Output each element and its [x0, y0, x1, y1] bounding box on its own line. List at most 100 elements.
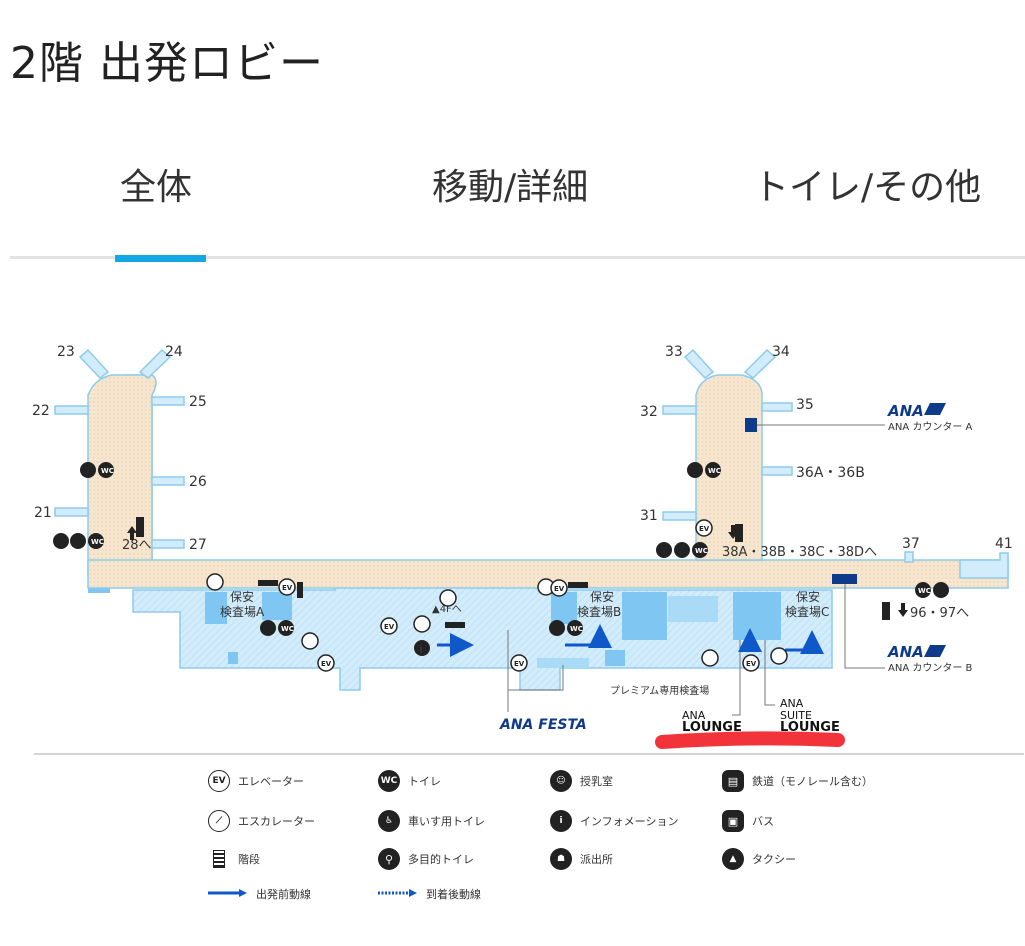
tab-divider: [10, 256, 1025, 259]
bus-icon: ▣: [722, 810, 744, 832]
legend-label: エスカレーター: [238, 815, 315, 828]
elevator-icon: [317, 654, 335, 672]
gate-36: 36A・36B: [796, 465, 865, 481]
down-arrow-icon: [898, 603, 908, 617]
gate-35: 35: [796, 397, 814, 413]
tab-overview[interactable]: 全体: [120, 167, 193, 208]
legend-label: インフォメーション: [580, 815, 679, 828]
elevator-icon: [380, 617, 398, 635]
svg-text:WC: WC: [708, 467, 721, 475]
premium-security-label: プレミアム専用検査場: [610, 684, 709, 697]
wheelchair-toilet-icon: [687, 462, 703, 478]
railway-icon: ▤: [722, 770, 744, 792]
wheelchair-toilet-icon: [549, 620, 565, 636]
stairs-icon: [445, 622, 465, 628]
svg-text:WC: WC: [101, 467, 114, 475]
gate-37: 37: [902, 536, 920, 552]
legend-label: 出発前動線: [256, 888, 311, 901]
nursing-room-icon: [53, 533, 69, 549]
departure-route-icon: [208, 888, 248, 901]
svg-text:EV: EV: [321, 660, 332, 668]
legend-label: バス: [752, 815, 774, 828]
ana-lounge-label: LOUNGE: [682, 720, 742, 735]
legend-item: 階段: [208, 848, 260, 870]
ana-counter-a-marker: [745, 418, 757, 432]
information-icon: i: [550, 810, 572, 832]
toilet-icon: [278, 620, 294, 636]
security-b-label: 検査場B: [577, 605, 621, 619]
escalator-icon: [701, 649, 719, 667]
police-box-icon: ☗: [550, 848, 572, 870]
escalator-icon: [770, 647, 788, 665]
svg-text:WC: WC: [281, 625, 294, 633]
toilet-icon: [915, 582, 931, 598]
page-title: 2階 出発ロビー: [10, 38, 324, 89]
gate-21: 21: [34, 505, 52, 521]
svg-text:EV: EV: [384, 623, 395, 631]
wheelchair-toilet-icon: [70, 533, 86, 549]
toilet-icon: [567, 620, 583, 636]
gate-41: 41: [995, 536, 1013, 552]
toilet-icon: [98, 462, 114, 478]
ana-logo: ANA: [887, 402, 924, 420]
ana-suite-lounge-label: SUITE: [780, 709, 812, 722]
escalator-icon: [301, 632, 319, 650]
svg-text:WC: WC: [918, 587, 931, 595]
svg-text:WC: WC: [570, 625, 583, 633]
elevator-icon: EV: [208, 770, 230, 792]
wheelchair-toilet-icon: ♿: [378, 810, 400, 832]
gate-25: 25: [189, 394, 207, 410]
ana-suite-lounge-label: ANA: [780, 697, 804, 710]
ana-suite-lounge-label: LOUNGE: [780, 720, 840, 735]
tab-toilets-other[interactable]: トイレ/その他: [753, 167, 982, 208]
toilet-icon: [692, 542, 708, 558]
nursing-room-icon: [656, 542, 672, 558]
stairs-icon: [735, 524, 743, 542]
legend-item: ▲ タクシー: [722, 848, 796, 870]
gate-31: 31: [640, 508, 658, 524]
stairs-icon: [568, 582, 588, 588]
security-c-label: 検査場C: [785, 605, 829, 619]
arrival-route-icon: [378, 888, 418, 901]
gate-piers: [54, 348, 1009, 579]
legend-item: WC トイレ: [378, 770, 441, 792]
gate-23: 23: [57, 344, 75, 360]
information-icon: [414, 640, 430, 656]
svg-text:EV: EV: [746, 660, 757, 668]
map-legend: EV エレベーター WC トイレ ☺ 授乳室 ▤ 鉄道（モノレール含む） ⟋ エ…: [0, 760, 1025, 930]
legend-item: ☺ 授乳室: [550, 770, 613, 792]
tab-movement-details[interactable]: 移動/詳細: [432, 167, 589, 208]
legend-item: ▤ 鉄道（モノレール含む）: [722, 770, 873, 792]
elevator-icon: [695, 519, 713, 537]
gate-33: 33: [665, 344, 683, 360]
svg-text:i: i: [419, 643, 423, 656]
secure-area-blue: [88, 575, 833, 691]
svg-text:EV: EV: [282, 584, 293, 592]
stairs-icon: [258, 580, 278, 586]
legend-label: 多目的トイレ: [408, 853, 474, 866]
toilet-icon: [705, 462, 721, 478]
ana-logo: ANA: [887, 643, 924, 661]
stairs-icon: [208, 848, 230, 870]
stairs-icon: [882, 602, 890, 620]
legend-label: 階段: [238, 853, 260, 866]
elevator-icon: [278, 578, 296, 596]
legend-item: i インフォメーション: [550, 810, 678, 832]
to-gate-28-label: 28へ: [122, 538, 152, 553]
gate-22: 22: [32, 403, 50, 419]
legend-label: タクシー: [752, 853, 796, 866]
gate-34: 34: [772, 344, 790, 360]
stairs-icon: [136, 517, 144, 537]
ana-logo-mark: [924, 403, 946, 415]
gate-26: 26: [189, 474, 207, 490]
up-arrow-icon: [127, 526, 137, 540]
legend-label: トイレ: [408, 775, 441, 788]
wheelchair-toilet-icon: [80, 462, 96, 478]
legend-item: ⚲ 多目的トイレ: [378, 848, 474, 870]
ana-counter-a-label: ANA カウンター A: [888, 421, 973, 433]
to-gate-38-label: 38A・38B・38C・38Dへ: [722, 545, 877, 560]
security-a-label: 保安: [230, 589, 254, 604]
legend-item: 出発前動線: [208, 886, 311, 902]
terminal-floor-map[interactable]: 23 24 25 22 26 21 27 33 34 32 35 36A・36B…: [0, 300, 1025, 760]
legend-label: 車いす用トイレ: [408, 815, 485, 828]
